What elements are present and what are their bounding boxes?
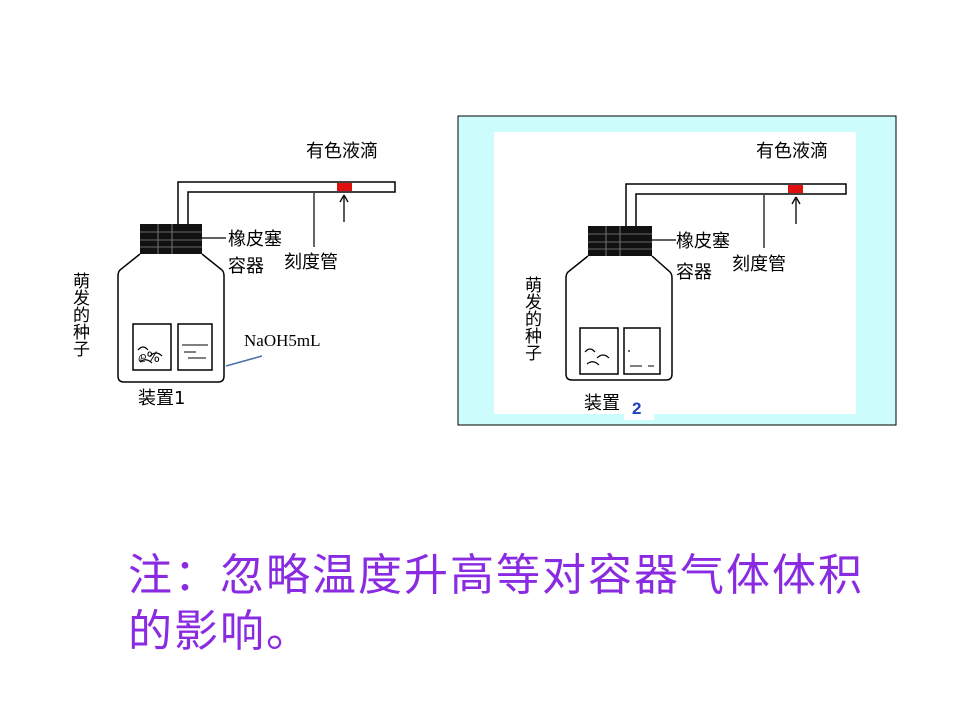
tube-label: 刻度管 [732, 254, 786, 275]
rubber-stopper [588, 226, 652, 256]
panel-inner [494, 132, 856, 414]
seeds-label: 萌发的种子 [521, 276, 542, 361]
droplet-arrow [791, 196, 801, 224]
empty-beaker [623, 327, 661, 375]
apparatus-1: ⅇ% 有色液滴 橡皮塞 容器 刻度管 萌发的种子 NaOH5mL 装置1 [69, 141, 396, 409]
apparatus-2: 有色液滴 橡皮塞 容器 刻度管 萌发的种子 装置 2 [457, 115, 897, 426]
droplet-arrow [339, 194, 349, 222]
naoh-leader [225, 355, 263, 367]
seed-beaker: ⅇ% [132, 323, 172, 371]
device-number: 2 [632, 399, 641, 418]
svg-text:ⅇ%: ⅇ% [138, 350, 160, 366]
colored-droplet [337, 183, 352, 191]
device-label: 装置1 [138, 388, 185, 409]
seeds-label: 萌发的种子 [69, 272, 90, 357]
colored-droplet [788, 185, 803, 193]
rubber-stopper [140, 224, 202, 254]
stopper-label: 橡皮塞 [228, 229, 282, 250]
tube-label: 刻度管 [284, 252, 338, 273]
container-label: 容器 [676, 262, 712, 283]
stopper-label: 橡皮塞 [676, 231, 730, 252]
naoh-beaker [177, 323, 213, 371]
solution-label: NaOH5mL [244, 331, 320, 350]
device-label: 装置 [584, 393, 620, 414]
droplet-label: 有色液滴 [306, 141, 378, 162]
container-label: 容器 [228, 256, 264, 277]
seed-beaker [579, 327, 619, 375]
note-text: 注：忽略温度升高等对容器气体体积的影响。 [128, 550, 864, 657]
droplet-label: 有色液滴 [756, 141, 828, 162]
device-number-box [624, 394, 654, 420]
